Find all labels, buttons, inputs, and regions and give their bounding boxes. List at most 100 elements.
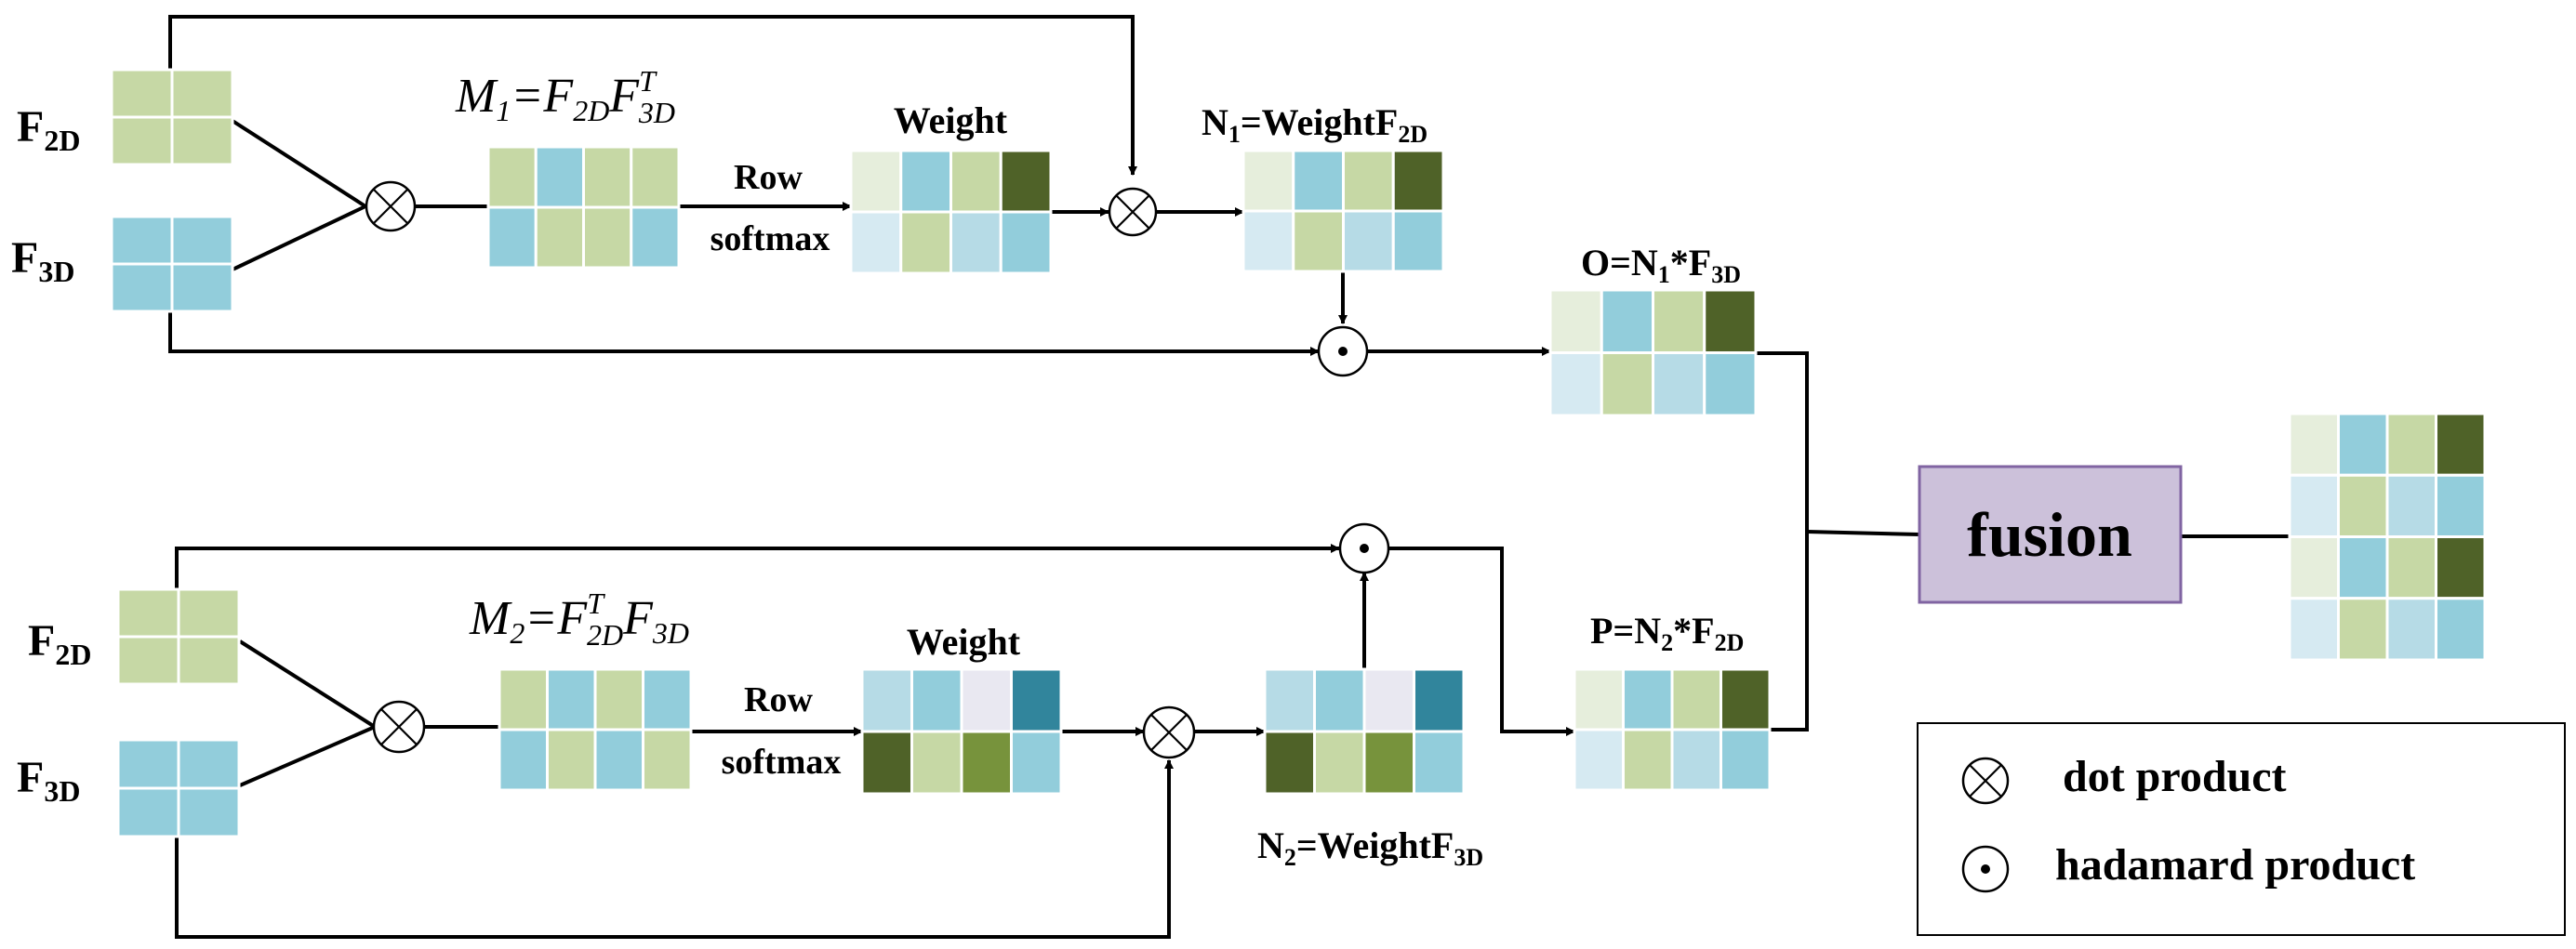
legend-dot-product-label: dot product bbox=[2063, 752, 2287, 801]
matrix-cell bbox=[1652, 351, 1706, 417]
dot-product-op-top-left bbox=[365, 180, 417, 232]
matrix-cell bbox=[170, 115, 234, 166]
matrix-cell bbox=[2337, 597, 2389, 662]
matrix-cell bbox=[486, 145, 538, 209]
matrix-f2d-top bbox=[110, 68, 234, 166]
matrix-cell bbox=[2337, 535, 2389, 600]
weight-label-top: Weight bbox=[894, 99, 1008, 141]
matrix-f3d-top bbox=[110, 215, 234, 313]
matrix-cell bbox=[1670, 728, 1722, 792]
matrix-cell bbox=[486, 205, 538, 270]
matrix-cell bbox=[1391, 209, 1445, 273]
matrix-cell bbox=[170, 262, 234, 313]
matrix-cell bbox=[1720, 667, 1772, 732]
matrix-cell bbox=[110, 68, 174, 119]
matrix-cell bbox=[593, 728, 644, 792]
matrix-cell bbox=[1292, 209, 1345, 273]
matrix-cell bbox=[1342, 149, 1395, 213]
matrix-cell bbox=[1600, 288, 1654, 354]
wire-f2d-to-dot1 bbox=[231, 119, 367, 208]
matrix-cell bbox=[177, 738, 241, 790]
matrix-cell bbox=[1413, 667, 1466, 733]
matrix-cell bbox=[1670, 667, 1722, 732]
matrix-cell bbox=[1292, 149, 1345, 213]
matrix-cell bbox=[2337, 473, 2389, 538]
wire-f2d-to-dot2 bbox=[238, 639, 377, 729]
matrix-cell bbox=[849, 210, 903, 275]
matrix-cell bbox=[1010, 667, 1063, 733]
matrix-cell bbox=[2385, 535, 2437, 600]
matrix-p bbox=[1573, 667, 1772, 792]
f3d-label-bottom: F3D bbox=[17, 753, 80, 808]
matrix-cell bbox=[546, 728, 597, 792]
matrix-n1 bbox=[1242, 149, 1445, 273]
matrix-cell bbox=[110, 215, 174, 266]
matrix-cell bbox=[116, 738, 180, 790]
matrix-cell bbox=[960, 667, 1013, 733]
matrix-cell bbox=[582, 205, 633, 270]
f2d-label-top: F2D bbox=[17, 102, 80, 157]
matrix-cell bbox=[1263, 730, 1316, 796]
row-label-top: Row bbox=[734, 158, 803, 197]
fusion-box bbox=[1918, 465, 2183, 604]
matrix-cell bbox=[1313, 667, 1366, 733]
n2-label: N2=WeightF3D bbox=[1257, 824, 1483, 871]
weight-label-bottom: Weight bbox=[907, 621, 1021, 663]
matrix-cell bbox=[1342, 209, 1395, 273]
matrix-cell bbox=[630, 145, 681, 209]
matrix-cell bbox=[2288, 473, 2340, 538]
matrix-cell bbox=[498, 728, 549, 792]
matrix-cell bbox=[849, 149, 903, 214]
matrix-cell bbox=[2435, 597, 2487, 662]
matrix-cell bbox=[1263, 667, 1316, 733]
o-label: O=N1*F3D bbox=[1581, 242, 1741, 288]
matrix-cell bbox=[1622, 667, 1674, 732]
dot-product-op-bottom bbox=[1142, 705, 1196, 759]
matrix-cell bbox=[1703, 351, 1758, 417]
connections bbox=[168, 15, 2290, 939]
wire-f3d-skip-top bbox=[168, 311, 1320, 356]
row-label-bottom: Row bbox=[744, 680, 813, 719]
matrix-cell bbox=[1242, 149, 1295, 213]
matrix-cell bbox=[1573, 667, 1625, 732]
matrix-cell bbox=[642, 728, 693, 792]
matrix-weight1 bbox=[849, 149, 1053, 275]
legend: dot product hadamard product bbox=[1917, 722, 2566, 936]
matrix-o bbox=[1548, 288, 1758, 417]
wire-p-to-fusion bbox=[1770, 532, 1809, 732]
matrix-cell bbox=[1010, 730, 1063, 796]
dot-product-op-bottom-left bbox=[372, 700, 426, 754]
hadamard-op-bottom bbox=[1338, 522, 1390, 574]
matrix-m2 bbox=[498, 667, 693, 792]
matrix-cell bbox=[116, 635, 180, 686]
matrix-cell bbox=[110, 115, 174, 166]
matrix-cell bbox=[170, 68, 234, 119]
f2d-label-bottom: F2D bbox=[28, 616, 91, 671]
matrix-cell bbox=[1622, 728, 1674, 792]
matrix-f2d-bottom bbox=[116, 587, 241, 686]
matrix-cell bbox=[949, 149, 1003, 214]
wire-hadamard-to-p bbox=[1388, 547, 1575, 736]
matrix-cell bbox=[110, 262, 174, 313]
wire-f2d-skip-top bbox=[168, 15, 1137, 176]
hadamard-op-top bbox=[1317, 325, 1369, 377]
f3d-label-top: F3D bbox=[11, 233, 74, 288]
matrix-cell bbox=[899, 210, 952, 275]
matrix-cell bbox=[2435, 412, 2487, 477]
matrix-m1 bbox=[486, 145, 681, 270]
matrix-cell bbox=[582, 145, 633, 209]
softmax-label-top: softmax bbox=[710, 219, 830, 258]
matrix-cell bbox=[899, 149, 952, 214]
matrix-cell bbox=[1362, 730, 1415, 796]
matrix-cell bbox=[2288, 412, 2340, 477]
matrix-cell bbox=[116, 587, 180, 639]
matrix-cell bbox=[1313, 730, 1366, 796]
matrix-cell bbox=[630, 205, 681, 270]
matrix-cell bbox=[1720, 728, 1772, 792]
matrix-cell bbox=[177, 635, 241, 686]
matrix-cell bbox=[1573, 728, 1625, 792]
matrix-cell bbox=[2288, 597, 2340, 662]
